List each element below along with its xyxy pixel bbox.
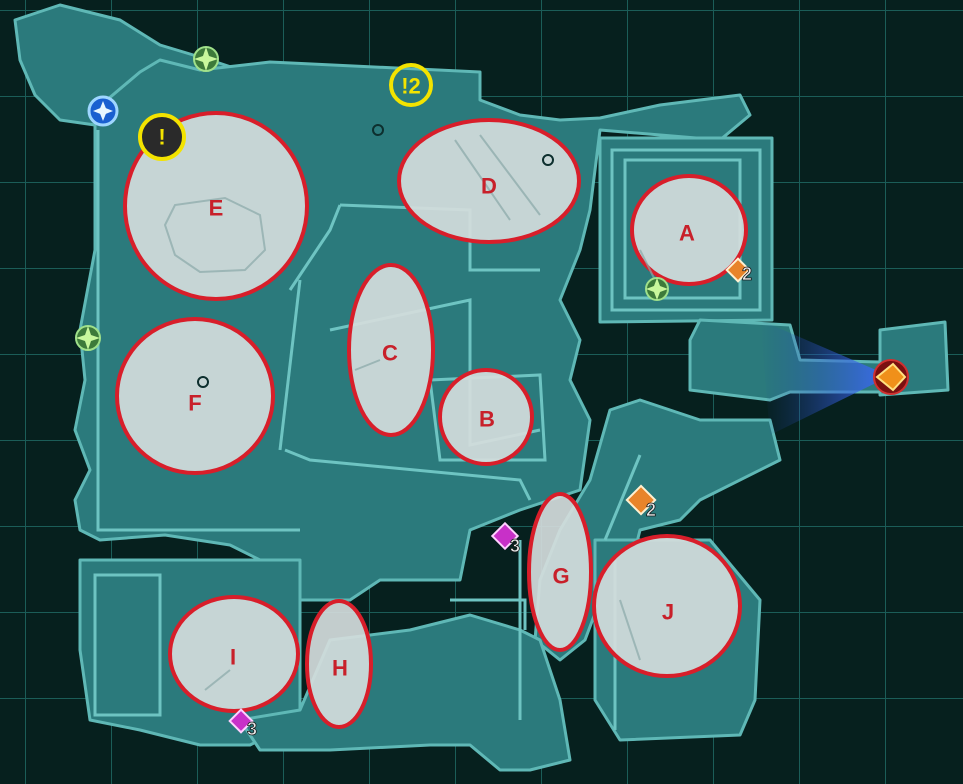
quest-marker-1-label: !: [158, 125, 165, 150]
map-dots: [197, 124, 554, 388]
zone-b-area[interactable]: [438, 368, 534, 466]
zone-label-b: B: [479, 407, 495, 432]
chest-marker-4-count: 3: [247, 719, 257, 739]
chest-marker-icon[interactable]: 3: [228, 708, 257, 739]
chest-marker-3-count: 3: [510, 536, 520, 556]
zone-label-a: A: [679, 221, 695, 246]
quest-marker-2-label: !2: [401, 74, 421, 99]
zone-label-j: J: [662, 600, 674, 625]
zone-label-f: F: [188, 391, 201, 416]
player-marker-icon: [873, 359, 909, 395]
zone-a-area[interactable]: [630, 174, 748, 286]
quest-marker-icon[interactable]: !2: [389, 63, 433, 107]
chest-marker-1-count: 2: [742, 264, 752, 284]
zone-d-area[interactable]: [397, 118, 581, 244]
zone-label-d: D: [481, 174, 497, 199]
zone-g-area[interactable]: [527, 492, 593, 652]
compass-star-icon[interactable]: [193, 46, 219, 72]
zone-label-c: C: [382, 341, 398, 366]
waypoint-icon[interactable]: [87, 95, 119, 127]
zone-label-g: G: [552, 564, 569, 589]
chest-marker-2-count: 2: [646, 500, 656, 520]
chest-marker-icon[interactable]: 3: [490, 521, 520, 556]
zone-i-area[interactable]: [168, 595, 300, 713]
compass-star-icon[interactable]: [645, 277, 669, 301]
view-cone: [760, 320, 890, 435]
zone-floor-details: [163, 134, 656, 691]
zone-h-area[interactable]: [305, 599, 373, 729]
zone-label-i: I: [230, 645, 236, 670]
chest-marker-icon[interactable]: 2: [725, 257, 752, 284]
zone-j-area[interactable]: [592, 534, 742, 678]
zone-label-e: E: [209, 196, 224, 221]
chest-marker-icon[interactable]: 2: [625, 484, 657, 520]
zone-label-h: H: [332, 656, 348, 681]
zone-c-area[interactable]: [347, 263, 435, 437]
compass-star-icon[interactable]: [75, 325, 101, 351]
zone-f-area[interactable]: [115, 317, 275, 475]
quest-marker-icon[interactable]: !: [138, 113, 186, 161]
zone-labels: A B C D E F G H I J: [188, 174, 695, 681]
